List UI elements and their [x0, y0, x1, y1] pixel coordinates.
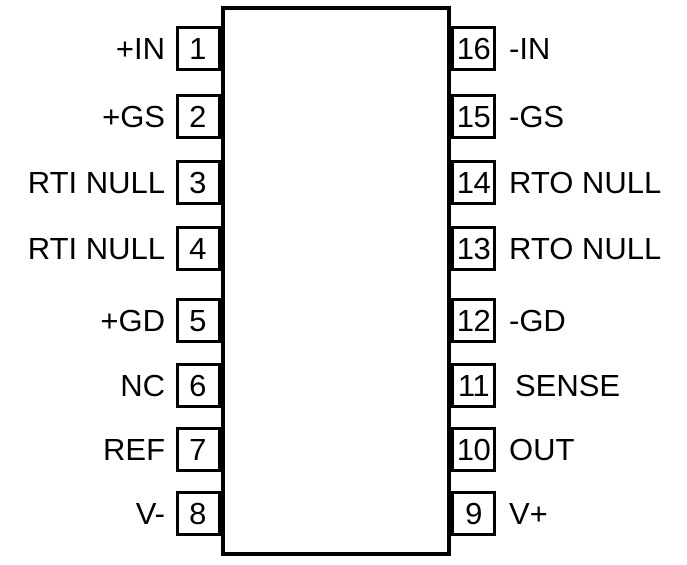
pin-label-16: -IN — [509, 31, 551, 66]
pin-box-3[interactable]: 3 — [176, 160, 221, 205]
pin-number-4: 4 — [189, 231, 206, 266]
pin-number-16: 16 — [456, 31, 491, 66]
pin-box-14[interactable]: 14 — [451, 160, 496, 205]
ic-body-outline — [221, 6, 451, 556]
pin-label-13: RTO NULL — [509, 231, 662, 266]
pin-number-3: 3 — [189, 165, 206, 200]
pin-label-10: OUT — [509, 432, 575, 467]
pin-label-8: V- — [135, 496, 165, 531]
pin-box-12[interactable]: 12 — [451, 298, 496, 343]
pin-number-6: 6 — [189, 368, 206, 403]
pin-label-12: -GD — [509, 303, 566, 338]
pin-number-10: 10 — [456, 432, 491, 467]
pin-label-7: REF — [103, 432, 165, 467]
pin-label-2: +GS — [102, 99, 165, 134]
pin-box-15[interactable]: 15 — [451, 94, 496, 139]
pin-label-6: NC — [120, 368, 165, 403]
pin-label-5: +GD — [100, 303, 165, 338]
pin-number-13: 13 — [456, 231, 491, 266]
pin-number-11: 11 — [457, 368, 490, 403]
pin-label-4: RTI NULL — [27, 231, 165, 266]
pin-box-6[interactable]: 6 — [176, 363, 221, 408]
pin-number-12: 12 — [456, 303, 491, 338]
pin-box-13[interactable]: 13 — [451, 226, 496, 271]
pin-box-4[interactable]: 4 — [176, 226, 221, 271]
pin-number-5: 5 — [189, 303, 206, 338]
pin-number-2: 2 — [189, 99, 206, 134]
pin-number-7: 7 — [189, 432, 206, 467]
pin-label-15: -GS — [509, 99, 565, 134]
pin-box-9[interactable]: 9 — [451, 491, 496, 536]
pin-label-9: V+ — [509, 496, 548, 531]
pin-number-14: 14 — [456, 165, 491, 200]
pin-box-7[interactable]: 7 — [176, 427, 221, 472]
pin-box-5[interactable]: 5 — [176, 298, 221, 343]
pin-number-1: 1 — [189, 31, 206, 66]
pin-box-11[interactable]: 11 — [451, 363, 496, 408]
pin-label-14: RTO NULL — [509, 165, 662, 200]
pin-box-10[interactable]: 10 — [451, 427, 496, 472]
pin-box-1[interactable]: 1 — [176, 26, 221, 71]
pin-label-11: SENSE — [515, 368, 621, 403]
pin-number-9: 9 — [465, 496, 482, 531]
pin-number-8: 8 — [189, 496, 206, 531]
pin-label-1: +IN — [115, 31, 165, 66]
pin-box-8[interactable]: 8 — [176, 491, 221, 536]
pin-box-2[interactable]: 2 — [176, 94, 221, 139]
pin-label-3: RTI NULL — [27, 165, 165, 200]
pin-number-15: 15 — [456, 99, 491, 134]
pin-box-16[interactable]: 16 — [451, 26, 496, 71]
